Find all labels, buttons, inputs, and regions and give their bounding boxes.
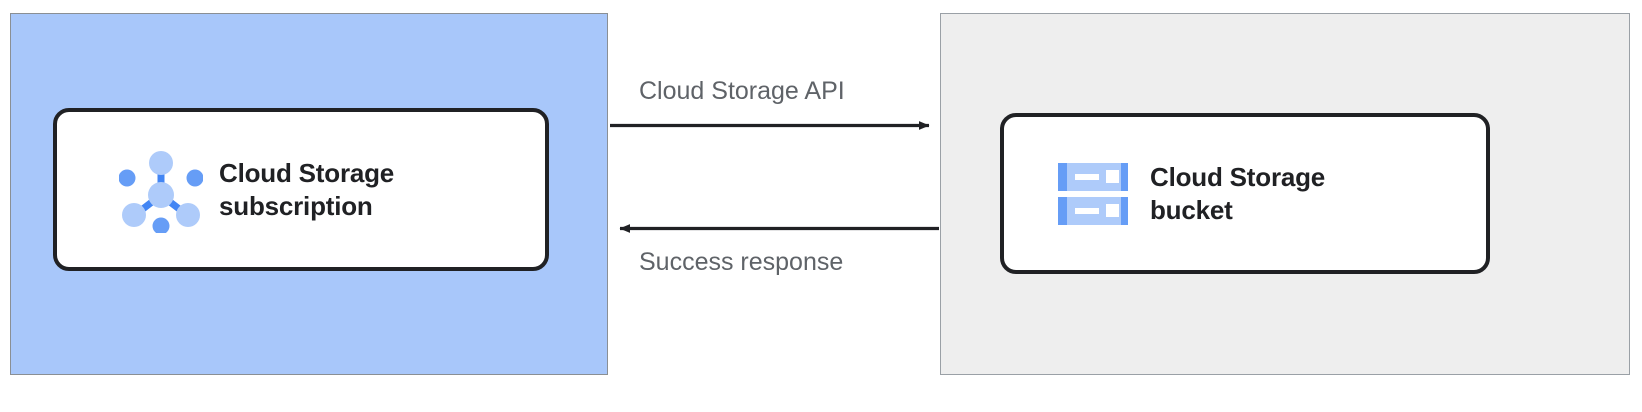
- node-cloud-storage-bucket[interactable]: Cloud Storage bucket: [1000, 113, 1490, 274]
- edge-label-success-response: Success response: [639, 248, 844, 276]
- cloud-storage-bucket-icon: [1058, 162, 1128, 225]
- edge-label-cloud-storage-api: Cloud Storage API: [639, 77, 845, 105]
- node-label-cloud-storage-subscription: Cloud Storage subscription: [219, 158, 395, 221]
- pubsub-subscription-icon: [119, 150, 203, 233]
- node-cloud-storage-subscription[interactable]: Cloud Storage subscription: [53, 108, 549, 271]
- node-label-cloud-storage-bucket: Cloud Storage bucket: [1150, 162, 1326, 225]
